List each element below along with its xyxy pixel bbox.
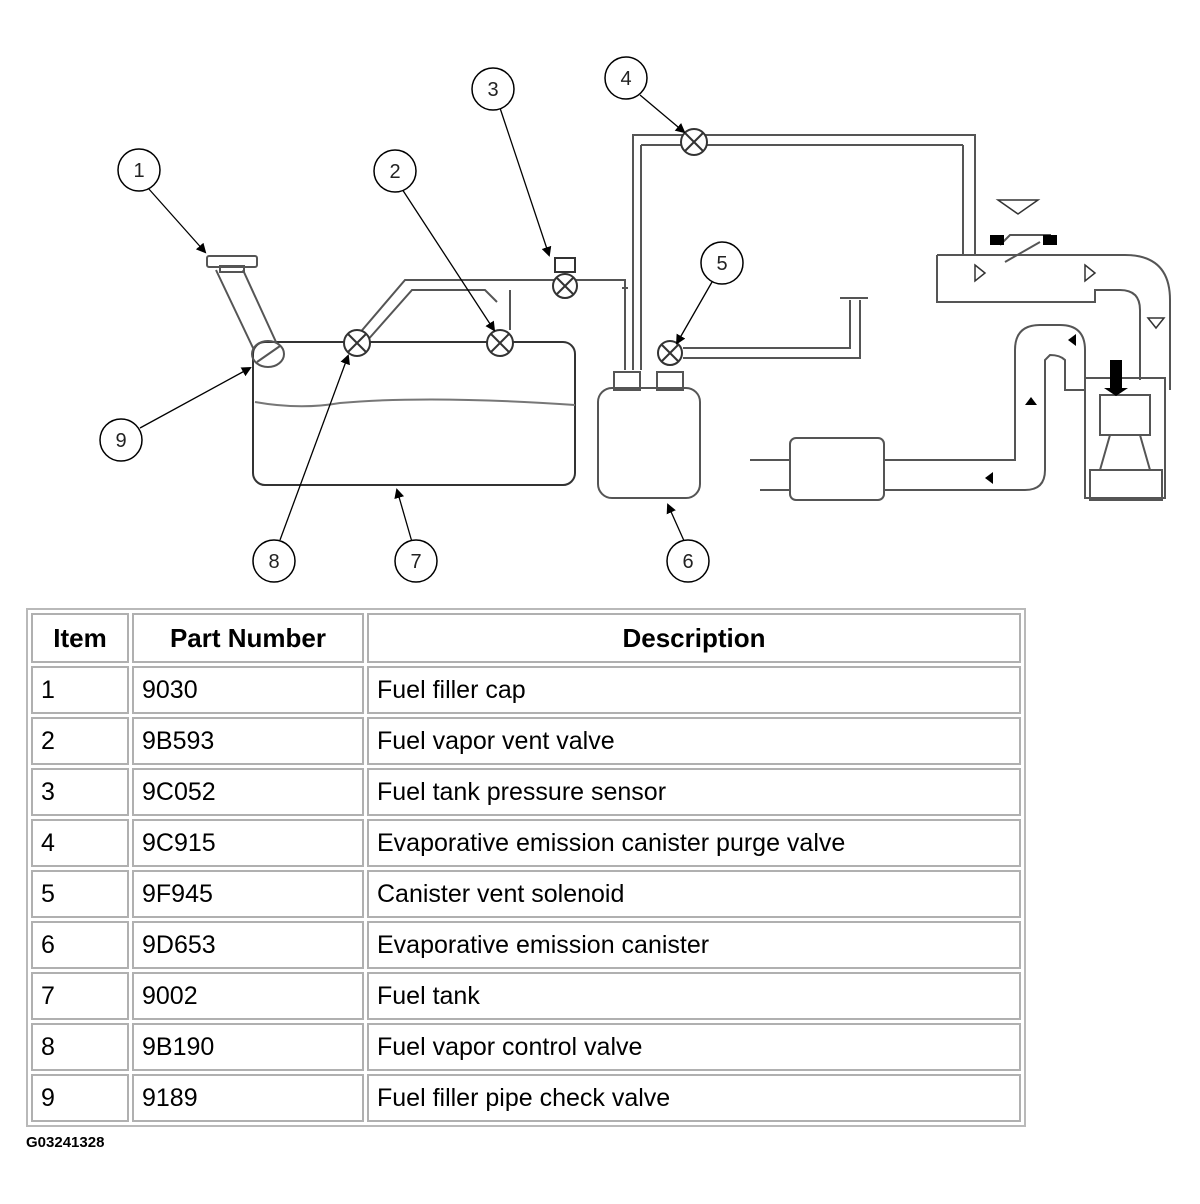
cell-part-number: 9B593: [132, 717, 364, 765]
cell-part-number: 9030: [132, 666, 364, 714]
pressure-sensor-icon: [552, 257, 578, 299]
fuel-filler-pipe: [206, 255, 277, 351]
cell-part-number: 9002: [132, 972, 364, 1020]
cell-part-number: 9B190: [132, 1023, 364, 1071]
callout-9: 9: [99, 418, 143, 462]
engine: [1084, 377, 1166, 501]
cell-description: Canister vent solenoid: [367, 870, 1021, 918]
filler-check-valve: [251, 340, 285, 368]
cell-item: 9: [31, 1074, 129, 1122]
callout-1: 1: [117, 148, 161, 192]
cell-part-number: 9189: [132, 1074, 364, 1122]
exhaust-pipe: [750, 324, 1086, 501]
purge-valve-icon: [680, 128, 708, 156]
svg-text:6: 6: [682, 551, 693, 573]
cell-description: Fuel tank pressure sensor: [367, 768, 1021, 816]
evap-canister: [597, 297, 868, 499]
cell-part-number: 9C052: [132, 768, 364, 816]
cell-description: Fuel filler cap: [367, 666, 1021, 714]
fuel-tank: [252, 341, 576, 486]
header-item: Item: [31, 613, 129, 663]
svg-text:1: 1: [133, 160, 144, 182]
cell-item: 3: [31, 768, 129, 816]
cell-item: 8: [31, 1023, 129, 1071]
cell-item: 1: [31, 666, 129, 714]
intake-manifold: [936, 234, 1171, 390]
cell-item: 7: [31, 972, 129, 1020]
vent-solenoid-icon: [657, 340, 683, 366]
vapor-lines: [357, 134, 976, 370]
callout-5: 5: [700, 241, 744, 285]
flow-arrows: [985, 235, 1128, 484]
callouts: 1 2 3 4 5 6 7 8: [99, 56, 744, 583]
cell-description: Fuel filler pipe check valve: [367, 1074, 1021, 1122]
callout-8: 8: [252, 539, 296, 583]
cell-description: Fuel vapor vent valve: [367, 717, 1021, 765]
cell-description: Fuel tank: [367, 972, 1021, 1020]
cell-item: 4: [31, 819, 129, 867]
cell-item: 6: [31, 921, 129, 969]
cell-part-number: 9C915: [132, 819, 364, 867]
svg-text:8: 8: [268, 551, 279, 573]
svg-text:7: 7: [410, 551, 421, 573]
svg-text:5: 5: [716, 253, 727, 275]
vapor-vent-valve-icon: [486, 329, 514, 357]
leader-lines: [139, 94, 713, 544]
svg-text:9: 9: [115, 430, 126, 452]
cell-description: Fuel vapor control valve: [367, 1023, 1021, 1071]
header-part-number: Part Number: [132, 613, 364, 663]
callout-2: 2: [373, 149, 417, 193]
callout-7: 7: [394, 539, 438, 583]
svg-text:4: 4: [620, 68, 631, 90]
cell-item: 5: [31, 870, 129, 918]
evap-system-diagram: 1 2 3 4 5 6 7 8: [99, 56, 1171, 583]
cell-part-number: 9F945: [132, 870, 364, 918]
callout-4: 4: [604, 56, 648, 100]
figure-code: G03241328: [26, 1134, 105, 1151]
callout-3: 3: [471, 67, 515, 111]
cell-description: Evaporative emission canister purge valv…: [367, 819, 1021, 867]
air-arrows: [974, 199, 1166, 330]
cell-part-number: 9D653: [132, 921, 364, 969]
vapor-control-valve-icon: [343, 329, 371, 357]
valve-symbols: [343, 128, 708, 366]
svg-text:3: 3: [487, 79, 498, 101]
table-header-row: Item Part Number Description: [31, 613, 1021, 663]
svg-text:2: 2: [389, 161, 400, 183]
header-description: Description: [367, 613, 1021, 663]
cell-description: Evaporative emission canister: [367, 921, 1021, 969]
callout-6: 6: [666, 539, 710, 583]
cell-item: 2: [31, 717, 129, 765]
